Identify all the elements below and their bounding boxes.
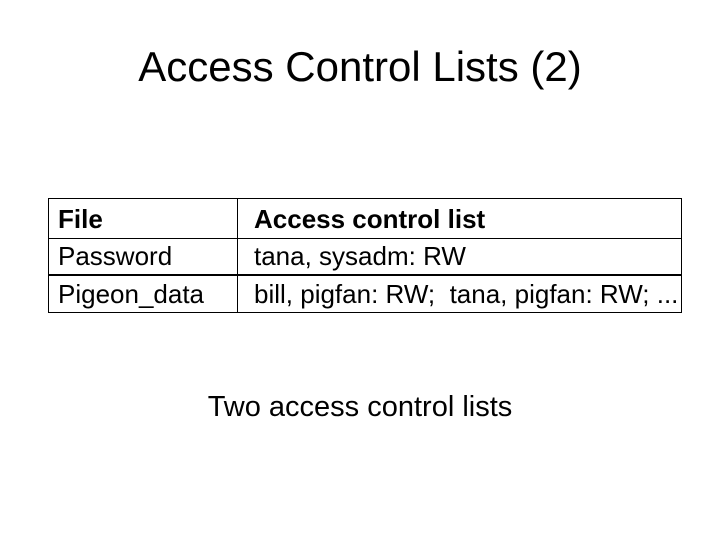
acl-table: File Access control list Password tana, … — [48, 198, 682, 313]
cell-acl-password: tana, sysadm: RW — [237, 238, 682, 275]
slide-title: Access Control Lists (2) — [138, 43, 582, 90]
table-row-pigeon-data: Pigeon_data bill, pigfan: RW; tana, pigf… — [48, 273, 682, 313]
cell-acl-pigeon-data: bill, pigfan: RW; tana, pigfan: RW; ... — [237, 273, 682, 313]
header-cell-access-control-list: Access control list — [237, 198, 682, 239]
header-cell-file: File — [48, 198, 238, 239]
table-header-row: File Access control list — [48, 198, 682, 239]
cell-file-pigeon-data: Pigeon_data — [48, 273, 238, 313]
slide-caption: Two access control lists — [207, 391, 513, 423]
cell-file-password: Password — [48, 238, 238, 275]
table-row-password: Password tana, sysadm: RW — [48, 238, 682, 275]
